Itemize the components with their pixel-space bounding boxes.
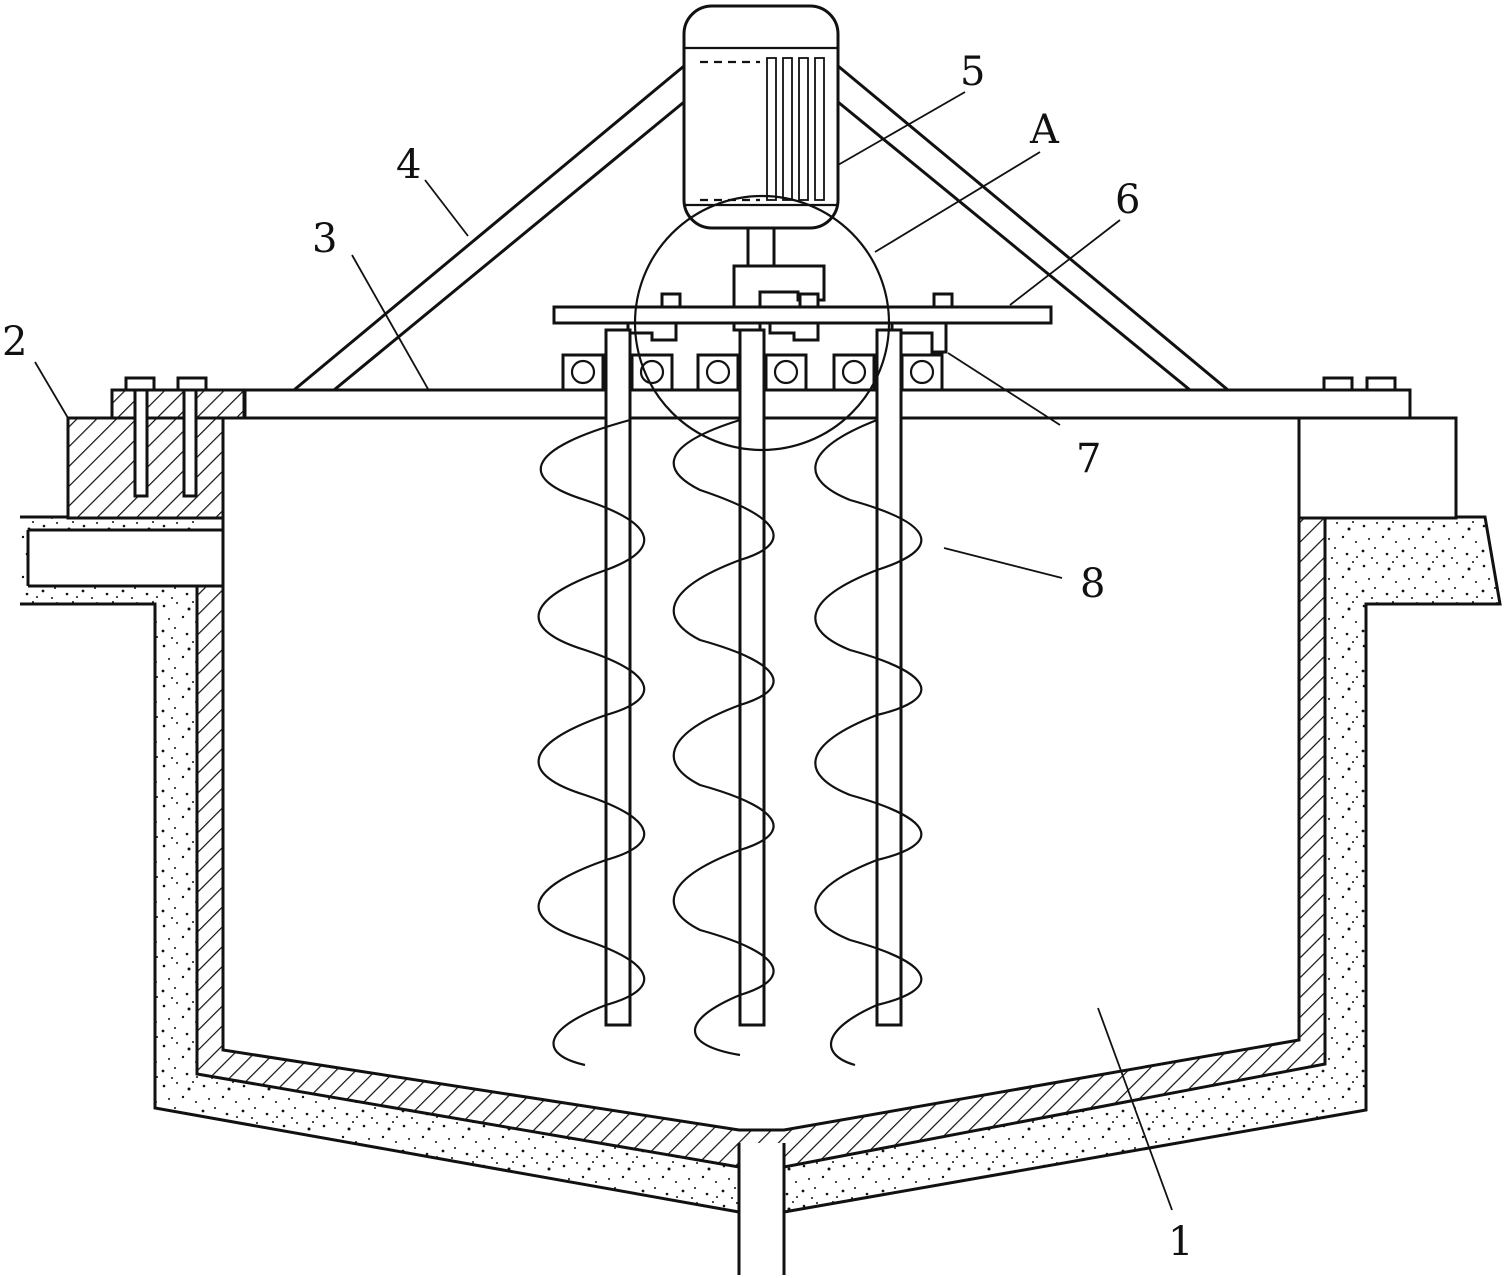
- right-support-block: [1297, 376, 1458, 520]
- bottom-outlet-pipe: [737, 1143, 786, 1275]
- cover-plate: [243, 388, 1412, 420]
- left-support-block: [66, 376, 246, 520]
- gear-plate: [552, 305, 1053, 325]
- label-7: 7: [1076, 436, 1101, 482]
- motor: [682, 4, 840, 268]
- label-5: 5: [960, 49, 985, 95]
- helical-blades: [537, 418, 923, 1067]
- bearings: [561, 353, 944, 392]
- inlet-pipe: [26, 528, 223, 588]
- support-braces: [293, 64, 1229, 392]
- label-a: A: [1029, 107, 1060, 153]
- label-6: 6: [1115, 177, 1140, 223]
- label-2: 2: [2, 319, 27, 365]
- label-8: 8: [1080, 561, 1105, 607]
- label-4: 4: [396, 142, 421, 188]
- label-1: 1: [1168, 1219, 1193, 1265]
- part-labels: 1 2 3 4 5 A 6 7 8: [2, 49, 1193, 1265]
- leader-lines: [34, 91, 1173, 1211]
- stirring-shafts: [604, 328, 903, 1027]
- label-3: 3: [312, 216, 337, 262]
- detail-circle-a: [633, 194, 891, 452]
